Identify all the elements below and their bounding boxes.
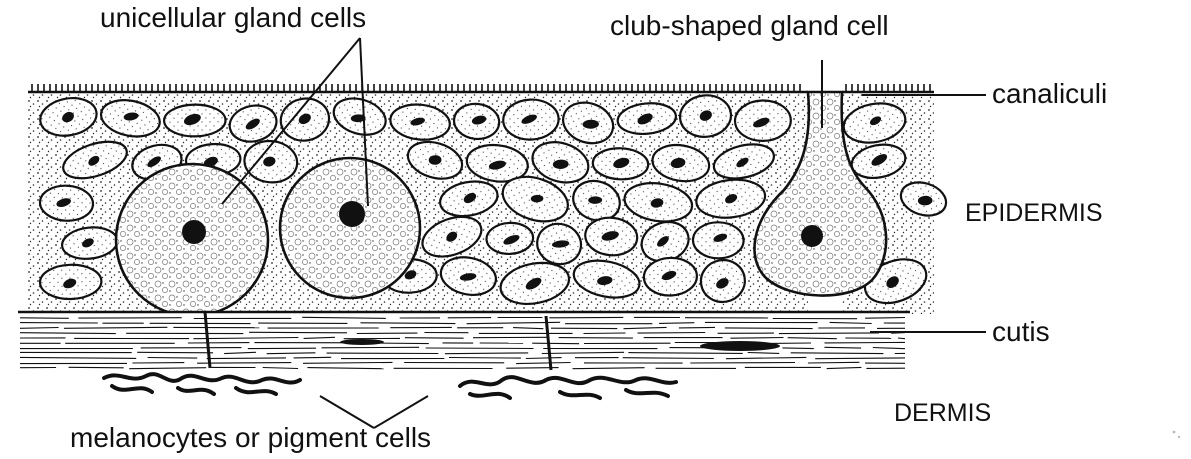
label-canaliculi: canaliculi — [992, 80, 1107, 108]
unicellular-gland-cell-right — [280, 158, 420, 298]
canaliculi-surface — [28, 84, 934, 92]
label-epidermis: EPIDERMIS — [965, 201, 1103, 226]
label-melanocytes: melanocytes or pigment cells — [70, 424, 431, 452]
corner-mark — [1173, 431, 1181, 439]
cutis-layer — [18, 312, 910, 374]
label-dermis: DERMIS — [894, 401, 991, 426]
melanocytes — [104, 374, 676, 398]
label-unicellular-gland-cells: unicellular gland cells — [100, 4, 366, 32]
label-club-shaped-gland-cell: club-shaped gland cell — [610, 12, 889, 40]
label-cutis: cutis — [992, 318, 1050, 346]
unicellular-gland-cell-left — [116, 164, 268, 316]
